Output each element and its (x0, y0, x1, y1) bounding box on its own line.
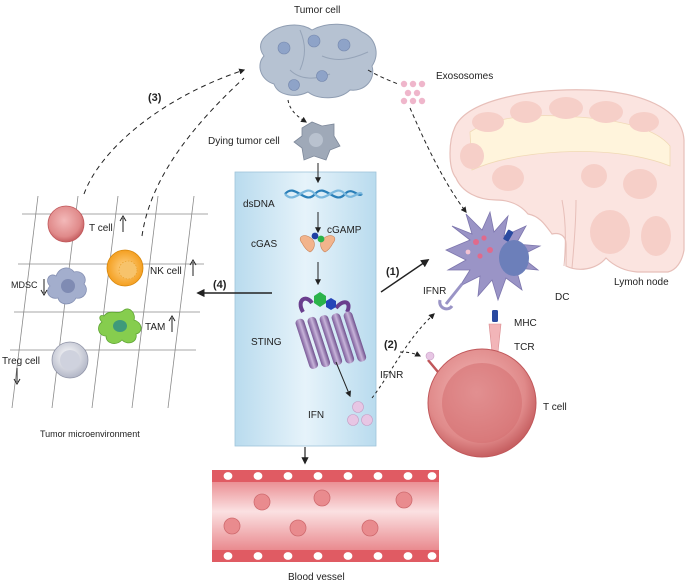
dsdna-helix-icon (284, 189, 363, 199)
tam-label: TAM (145, 322, 165, 333)
treg-cell-label: Treg cell (2, 356, 40, 367)
step-2-label: (2) (384, 339, 398, 351)
nk-cell-label: NK cell (150, 266, 182, 277)
arrow-step-1 (380, 259, 430, 293)
tme-t-cell-label: T cell (89, 223, 113, 234)
mdsc-down-arrow-icon (40, 279, 48, 296)
treg-down-arrow-icon (13, 368, 21, 385)
mhc-label: MHC (514, 318, 537, 329)
ifn-molecules-icon (347, 401, 373, 426)
ifnr-dc-label: IFNR (423, 286, 446, 297)
ifnr-receptor-dc-icon (438, 283, 464, 311)
dsdna-label: dsDNA (243, 199, 275, 210)
tcr-label: TCR (514, 342, 535, 353)
lymph-node-icon (449, 89, 685, 273)
ifnr-tcell-label: IFNR (380, 370, 403, 381)
sting-label: STING (251, 337, 282, 348)
arrow-step-2-to-tcell (399, 351, 422, 357)
arrow-exosomes-to-dc (409, 107, 467, 213)
dc-label: DC (555, 292, 569, 303)
arrow-tumor-to-dying (287, 99, 307, 123)
step-3-label: (3) (148, 92, 162, 104)
tme-t-cell-icon (47, 205, 85, 243)
lymph-node-label: Lymoh node (614, 277, 669, 288)
ifnr-receptor-tcell-icon (425, 351, 439, 373)
tumor-cell-cluster (259, 23, 377, 99)
tme-label: Tumor microenvironment (40, 429, 140, 439)
sting-protein-icon (295, 292, 367, 369)
arrow-step-2-to-dc (371, 313, 435, 399)
step-1-label: (1) (386, 266, 400, 278)
cgas-label: cGAS (251, 239, 277, 250)
tumor-cell-label: Tumor cell (294, 5, 340, 16)
tcr-receptor-icon (488, 323, 502, 353)
sting-pathway-panel (234, 171, 377, 447)
arrow-step-3-outer (83, 68, 246, 195)
treg-cell-icon (51, 341, 89, 379)
mdsc-label: MDSC (11, 280, 38, 290)
cgamp-label: cGAMP (327, 225, 362, 236)
exosomes-label: Exososomes (436, 71, 493, 82)
t-cell-label: T cell (543, 402, 567, 413)
dying-tumor-cell-icon (293, 121, 341, 161)
tam-up-arrow-icon (168, 315, 176, 332)
ifn-label: IFN (308, 410, 324, 421)
arrow-tumor-to-exosomes (367, 69, 399, 85)
exosomes-icon (400, 80, 426, 105)
blood-vessel-icon (212, 470, 439, 562)
blood-vessel-label: Blood vessel (288, 572, 345, 583)
dendritic-cell-icon (445, 210, 542, 322)
mdsc-cell-icon (47, 267, 87, 305)
cgas-enzyme-icon (299, 232, 336, 253)
arrow-sting-to-ifn (335, 361, 351, 398)
dying-tumor-cell-label: Dying tumor cell (208, 136, 280, 147)
nk-cell-icon (106, 249, 144, 287)
tme-t-cell-up-arrow-icon (119, 215, 127, 232)
tam-cell-icon (98, 308, 142, 344)
arrow-step-3-inner (141, 77, 245, 237)
t-cell-icon (427, 348, 537, 458)
nk-cell-up-arrow-icon (189, 259, 197, 276)
step-4-label: (4) (213, 279, 227, 291)
